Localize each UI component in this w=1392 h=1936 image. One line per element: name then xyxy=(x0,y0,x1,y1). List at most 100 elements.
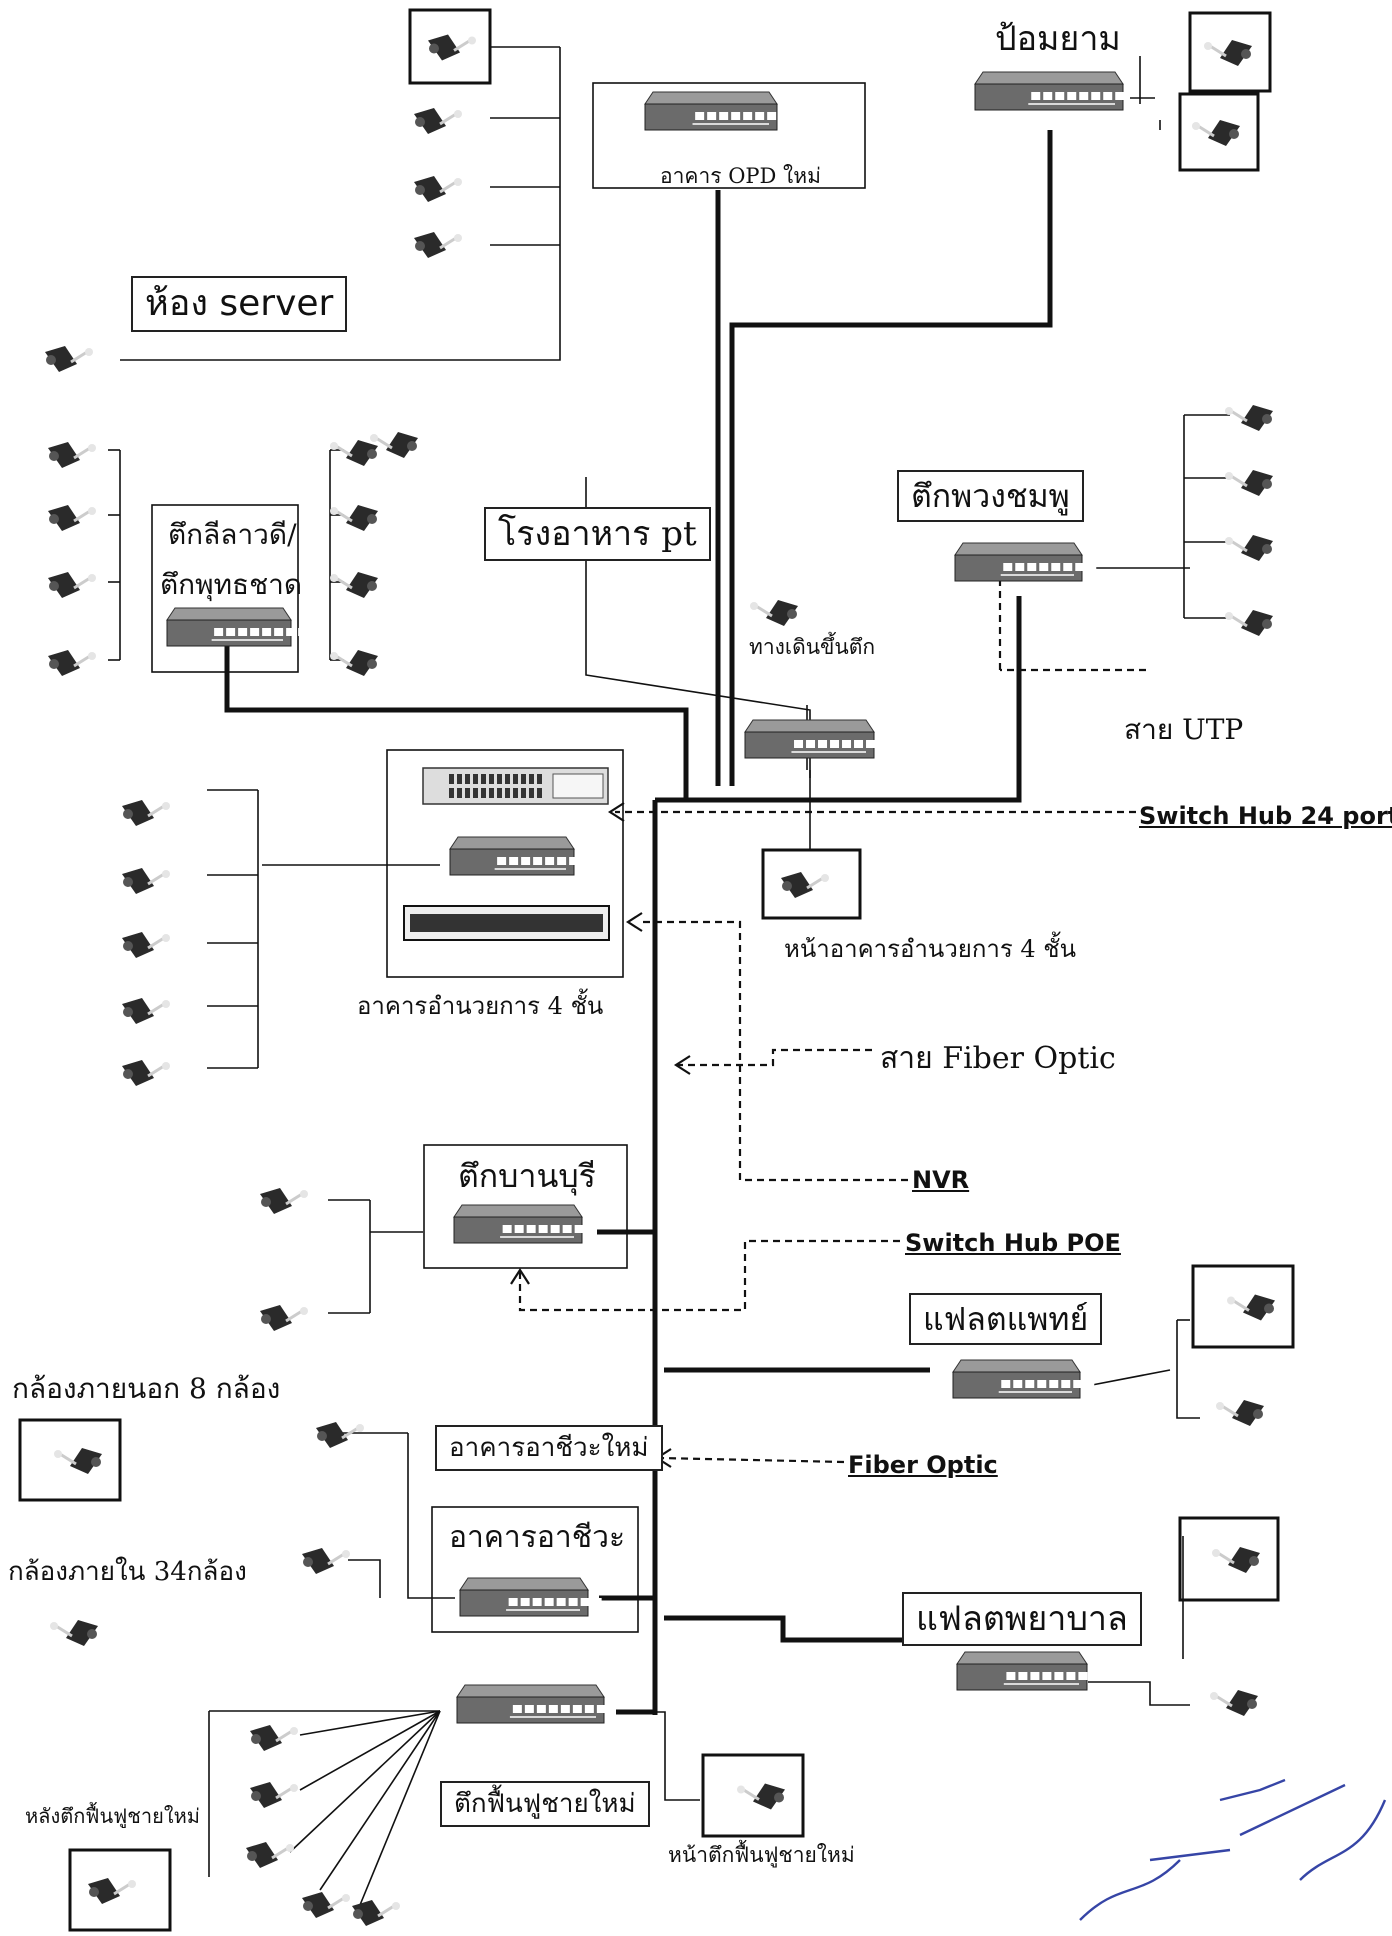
switch-port xyxy=(755,112,765,120)
switch-port xyxy=(719,112,729,120)
outdoor-camera-icon xyxy=(1212,1547,1260,1573)
indoor-camera-icon xyxy=(1225,610,1273,636)
switch-port xyxy=(509,857,519,865)
frame-admin xyxy=(386,749,624,978)
switch-port xyxy=(572,1705,582,1713)
switch-pomyam xyxy=(974,71,1125,111)
label-admin-building: อาคารอำนวยการ 4 ชั้น xyxy=(357,992,604,1020)
label-outdoor-cams: กล้องภายนอก 8 กล้อง xyxy=(12,1372,281,1405)
occ-bus xyxy=(407,1433,455,1599)
camera-body xyxy=(346,505,378,531)
switch-port xyxy=(262,628,272,636)
camera-base xyxy=(1225,407,1233,415)
switch-port xyxy=(568,1598,578,1606)
switch-port xyxy=(1013,1380,1023,1388)
camera-mount xyxy=(55,1624,73,1638)
label-fiber-cable: สาย Fiber Optic xyxy=(880,1041,1116,1076)
camera-body xyxy=(48,505,80,531)
camera-lens xyxy=(123,809,133,819)
frame-opd xyxy=(592,82,866,189)
camera-lens xyxy=(1249,1556,1259,1566)
label-server-room: ห้อง server xyxy=(131,276,348,332)
leader-fiber xyxy=(678,1048,872,1067)
camera-lens xyxy=(123,877,133,887)
camera-lens xyxy=(415,185,425,195)
camera-body xyxy=(250,1725,282,1751)
camera-base xyxy=(88,507,96,515)
camera-body xyxy=(302,1892,334,1918)
camera-lens xyxy=(247,1851,257,1861)
patch-label xyxy=(552,773,604,799)
switch-port xyxy=(550,1225,560,1233)
switch-port xyxy=(1073,1380,1083,1388)
indoor-camera-icon xyxy=(1210,1690,1258,1716)
switch-port xyxy=(512,1705,522,1713)
outdoor-camera-frame xyxy=(761,848,862,920)
patch-port xyxy=(473,788,478,798)
switch-port xyxy=(731,112,741,120)
legend-switch-poe: Switch Hub POE xyxy=(905,1229,1121,1257)
camera-body xyxy=(250,1782,282,1808)
camera-body xyxy=(414,176,446,202)
switch-port xyxy=(250,628,260,636)
camera-mount xyxy=(113,1882,131,1896)
camera-mount xyxy=(439,112,457,126)
switch-top xyxy=(456,1684,605,1698)
camera-base xyxy=(737,1785,745,1794)
outdoor-camera-icon xyxy=(781,872,829,898)
trunk-kilawadi xyxy=(224,640,689,800)
switch-port xyxy=(1061,1380,1071,1388)
camera-mount xyxy=(285,1309,303,1323)
indoor-camera-icon xyxy=(250,1725,298,1751)
label-utp-cable: สาย UTP xyxy=(1124,713,1244,746)
nvr-front xyxy=(410,914,603,932)
switch-port xyxy=(806,740,816,748)
camera-mount xyxy=(73,576,91,590)
camera-mount xyxy=(327,1552,345,1566)
camera-lens xyxy=(317,1431,327,1441)
camera-lens xyxy=(303,1557,313,1567)
arrow-head xyxy=(607,802,625,822)
patch-port xyxy=(481,774,486,784)
switch-port xyxy=(524,1705,534,1713)
outdoor-camera-icon xyxy=(1204,40,1252,66)
indoor-camera-icon xyxy=(330,440,378,466)
switch-port xyxy=(1067,92,1077,100)
switch-port xyxy=(1063,563,1073,571)
camera-lens xyxy=(261,1314,271,1324)
camera-body xyxy=(766,600,798,626)
switch-port xyxy=(1079,92,1089,100)
camera-base xyxy=(162,934,170,942)
switch-admin xyxy=(449,836,591,876)
indoor-camera-icon xyxy=(330,572,378,598)
camera-mount xyxy=(73,509,91,523)
camera-base xyxy=(54,1450,62,1458)
switch-port xyxy=(1055,92,1065,100)
camera-body xyxy=(66,1620,98,1646)
switch-rehab xyxy=(456,1684,606,1724)
camera-lens xyxy=(123,941,133,951)
patch-port xyxy=(537,774,542,784)
camera-body xyxy=(316,1422,348,1448)
camera-lens xyxy=(367,659,377,669)
camera-lens xyxy=(429,43,439,54)
camera-mount xyxy=(1230,409,1248,423)
camera-base xyxy=(330,442,338,450)
camera-lens xyxy=(407,441,417,451)
label-phutthachat: ตึกพุทธชาด xyxy=(160,568,303,601)
switch-port xyxy=(878,740,888,748)
camera-body xyxy=(1241,405,1273,431)
switch-port xyxy=(1031,92,1041,100)
switch-port xyxy=(1066,1672,1076,1680)
camera-lens xyxy=(123,1007,133,1017)
indoor-camera-icon xyxy=(122,932,170,958)
trunk-pomyam xyxy=(729,130,1053,786)
label-rehab-front: หน้าตึกฟื้นฟูชายใหม่ xyxy=(668,1843,855,1867)
switch-top xyxy=(744,719,875,733)
camera-base xyxy=(286,1844,294,1852)
patch-port xyxy=(521,774,526,784)
camera-base xyxy=(342,1894,350,1902)
indoor-camera-icon xyxy=(316,1422,364,1448)
indoor-camera-icon xyxy=(330,650,378,676)
